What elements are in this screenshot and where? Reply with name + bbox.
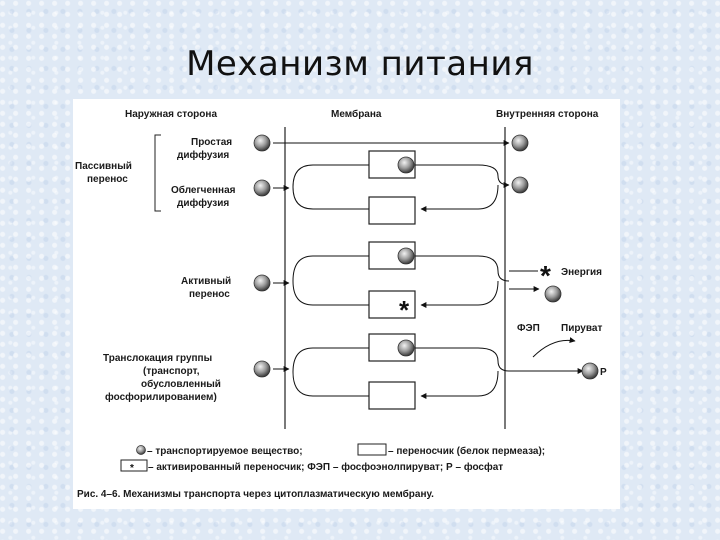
carrier-facilitated-bottom: [368, 196, 416, 225]
molecule-simple-inner: [511, 134, 529, 152]
legend-activated-and-abbreviations: – активированный переносчик; ФЭП – фосфо…: [148, 461, 503, 473]
passive-bracket: [154, 134, 161, 212]
label-active-transport-1: Активный: [181, 276, 231, 287]
molecule-active-inner: [544, 285, 562, 303]
header-outer-side: Наружная сторона: [125, 109, 217, 120]
loop-translocation-left: [292, 347, 369, 397]
legend-transported-substance: – транспортируемое вещество;: [147, 446, 303, 457]
asterisk-activated-carrier: *: [399, 295, 410, 325]
loop-translocation-right-top: [415, 347, 510, 372]
carrier-translocation-bottom: [368, 381, 416, 410]
figure-panel: Наружная сторона Мембрана Внутренняя сто…: [73, 99, 620, 509]
molecule-in-carrier-1: [397, 156, 415, 174]
molecule-in-carrier-2: [397, 247, 415, 265]
carrier-active-bottom: [368, 290, 416, 319]
transport-diagram: Наружная сторона Мембрана Внутренняя сто…: [75, 108, 607, 500]
slide-title: Механизм питания: [186, 44, 534, 84]
loop-facilitated-right-top: [415, 164, 510, 188]
header-membrane: Мембрана: [331, 108, 382, 120]
label-translocation-1: Транслокация группы: [103, 353, 212, 364]
loop-translocation-right-bottom: [420, 370, 499, 399]
label-translocation-2: (транспорт,: [143, 366, 200, 377]
legend-carrier-icon: [357, 443, 387, 456]
label-simple-diffusion-2: диффузия: [177, 149, 229, 161]
molecule-simple-outer: [253, 134, 271, 152]
label-simple-diffusion-1: Простая: [191, 137, 232, 148]
loop-active-right-top: [415, 255, 510, 282]
legend-carrier: – переносчик (белок пермеаза);: [388, 445, 545, 457]
molecule-in-carrier-3: [397, 339, 415, 357]
loop-active-right-bottom: [420, 280, 499, 308]
label-active-transport-2: перенос: [189, 289, 230, 300]
loop-facilitated-left: [292, 164, 369, 210]
loop-facilitated-right-bottom: [420, 184, 499, 212]
label-passive-transport-1: Пассивный: [75, 161, 132, 172]
asterisk-energy: *: [540, 260, 551, 291]
label-phosphate: P: [600, 367, 607, 378]
label-pyruvate: Пируват: [561, 323, 602, 334]
label-passive-transport-2: перенос: [87, 174, 128, 185]
label-translocation-3: обусловленный: [141, 378, 221, 390]
legend-activated-carrier-icon: [120, 459, 148, 472]
figure-caption: Рис. 4–6. Механизмы транспорта через цит…: [77, 488, 434, 500]
loop-active-left: [292, 255, 369, 306]
label-energy: Энергия: [561, 267, 602, 278]
label-translocation-4: фосфорилированием): [105, 391, 217, 403]
molecule-active-outer: [253, 274, 271, 292]
molecule-translocation-outer: [253, 360, 271, 378]
legend-molecule-icon: [136, 445, 146, 455]
molecule-facilitated-outer: [253, 179, 271, 197]
molecule-facilitated-inner: [511, 176, 529, 194]
header-inner-side: Внутренняя сторона: [496, 109, 599, 120]
label-facilitated-diffusion-2: диффузия: [177, 197, 229, 209]
molecule-translocation-inner: [581, 362, 599, 380]
label-facilitated-diffusion-1: Облегченная: [171, 184, 236, 196]
arrow-pep-to-pyruvate: [532, 337, 576, 358]
legend-asterisk: *: [130, 463, 134, 474]
label-pep: ФЭП: [517, 323, 540, 334]
